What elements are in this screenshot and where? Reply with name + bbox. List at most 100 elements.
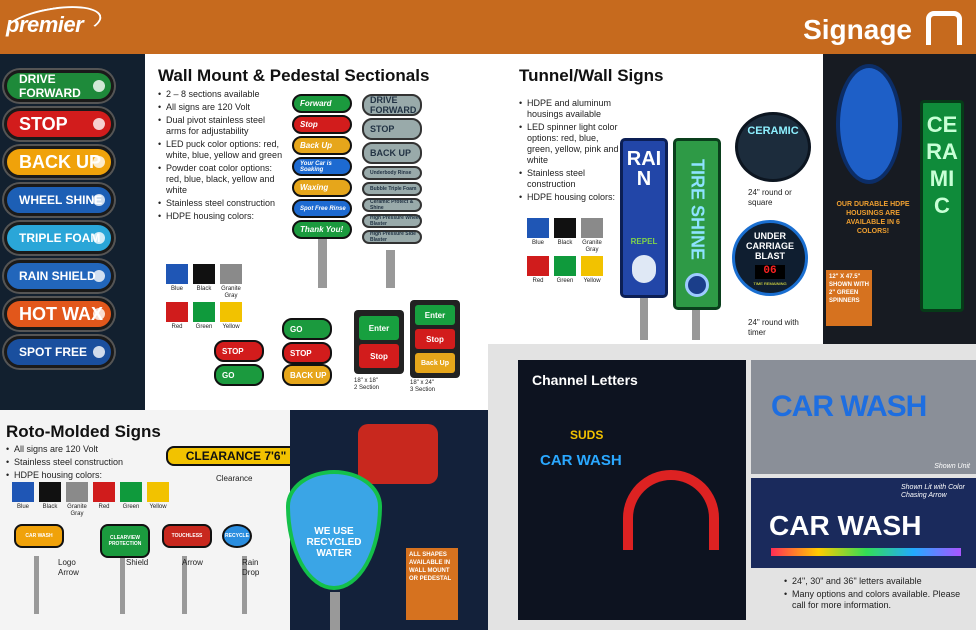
- arch-icon: [926, 11, 962, 45]
- pedestal-section: Back Up: [292, 136, 352, 155]
- shapes-note: ALL SHAPES AVAILABLE IN WALL MOUNT OR PE…: [406, 548, 458, 620]
- color-swatch: [527, 218, 549, 238]
- box2-enter: Enter: [359, 316, 399, 340]
- box2-size: 18" x 18": [354, 378, 378, 384]
- color-swatch: [12, 482, 34, 502]
- box3-size: 18" x 24": [410, 380, 434, 386]
- color-swatch-label: Red: [532, 278, 544, 284]
- logo: premier: [6, 12, 84, 37]
- bullet-item: HDPE housing colors:: [158, 211, 283, 222]
- suds-letters: SUDS: [570, 428, 604, 442]
- left-sign-1: STOP: [4, 108, 114, 140]
- color-swatch-label: Granite Gray: [67, 504, 87, 517]
- timer-note: 24" round with timer: [748, 318, 799, 337]
- channel-title: Channel Letters: [532, 372, 638, 388]
- led-puck-icon: [93, 308, 105, 320]
- clearance-sign: CLEARANCE 7'6": [166, 446, 306, 466]
- timer-display: 06: [755, 265, 785, 279]
- left-sign-label: HOT WAX: [19, 303, 103, 324]
- box2-stop: Stop: [359, 344, 399, 368]
- channel-lit-photo: Shown Lit with Color Chasing Arrow CAR W…: [751, 478, 976, 568]
- gray-pedestal-section: High Pressure Side Blaster: [362, 230, 422, 244]
- left-sign-0: DRIVE FORWARD: [4, 70, 114, 102]
- gray-pedestal-section: Underbody Rinse: [362, 166, 422, 180]
- channel-unit-photo: CAR WASH Shown Unit: [751, 360, 976, 474]
- pedestal-section: Thank You!: [292, 220, 352, 239]
- led-puck-icon: [93, 232, 105, 244]
- bullet-item: HDPE and aluminum housings available: [519, 98, 619, 120]
- wall-mount-bullets: 2 – 8 sections availableAll signs are 12…: [158, 89, 283, 224]
- color-swatch: [166, 302, 188, 322]
- roto-shape-label: Arrow: [182, 558, 203, 567]
- color-swatch: [554, 218, 576, 238]
- roto-shape-text: TOUCHLESS: [171, 533, 203, 539]
- tire-shine-sign: TIRE SHINE: [673, 138, 721, 310]
- led-puck-icon: [93, 118, 105, 130]
- roto-shape-text: CLEARVIEW PROTECTION: [108, 535, 142, 547]
- color-swatch-label: Red: [98, 504, 110, 510]
- color-swatch-label: Black: [557, 240, 573, 246]
- color-swatch: [527, 256, 549, 276]
- color-swatch: [220, 302, 242, 322]
- roto-shape-sign: RECYCLE: [222, 524, 252, 548]
- color-swatch-label: Yellow: [583, 278, 601, 284]
- color-swatch: [120, 482, 142, 502]
- roto-title: Roto-Molded Signs: [6, 422, 161, 441]
- bullet-item: Stainless steel construction: [519, 168, 619, 190]
- drop-post: [330, 592, 340, 630]
- pedestal-section: Stop: [292, 115, 352, 134]
- bullet-item: All signs are 120 Volt: [6, 444, 166, 455]
- stop-go-section: BACK UP: [282, 364, 332, 386]
- car-wash-letters-unit: CAR WASH: [771, 390, 927, 423]
- tunnel-bullets: HDPE and aluminum housings availableLED …: [519, 98, 619, 205]
- roto-shape-text: CAR WASH: [25, 533, 53, 539]
- left-sign-4: TRIPLE FOAM: [4, 222, 114, 254]
- roto-shape-post: [34, 556, 39, 614]
- ceramic-vertical-sign: CERAMIC: [920, 100, 964, 312]
- bullet-item: LED spinner light color options: red, bl…: [519, 122, 619, 166]
- clearance-label: Clearance: [216, 474, 253, 483]
- roto-shape-label: Rain Drop: [242, 558, 260, 577]
- wall-mount-title: Wall Mount & Pedestal Sectionals: [158, 66, 430, 85]
- roto-shape-label: Logo Arrow: [58, 558, 79, 577]
- rain-text: RAIN: [626, 148, 662, 190]
- lit-label: Shown Lit with Color Chasing Arrow: [901, 484, 965, 499]
- color-swatch-label: Black: [196, 286, 212, 292]
- left-sign-label: BACK UP: [19, 151, 102, 172]
- bullet-item: LED puck color options: red, white, blue…: [158, 139, 283, 161]
- bullet-item: HDPE housing colors:: [6, 470, 166, 481]
- led-puck-icon: [93, 270, 105, 282]
- pedestal-section: Waxing: [292, 178, 352, 197]
- color-swatch: [220, 264, 242, 284]
- color-swatch: [66, 482, 88, 502]
- color-swatch: [93, 482, 115, 502]
- tire-post: [692, 290, 700, 340]
- box3-back: Back Up: [415, 353, 455, 373]
- color-swatch-label: Yellow: [149, 504, 167, 510]
- gray-pedestal-section: High Pressure Wheel Blaster: [362, 214, 422, 228]
- car-wash-letters-night: CAR WASH: [540, 452, 622, 469]
- color-swatch: [554, 256, 576, 276]
- color-swatch-label: Blue: [16, 504, 29, 510]
- tunnel-title: Tunnel/Wall Signs: [519, 66, 664, 85]
- bullet-item: HDPE housing colors:: [519, 192, 619, 203]
- roto-shape-post: [120, 556, 125, 614]
- bullet-item: Dual pivot stainless steel arms for adju…: [158, 115, 283, 137]
- box2-caption: 18" x 18" 2 Section: [354, 378, 379, 392]
- led-puck-icon: [93, 194, 105, 206]
- channel-bullets: 24", 30" and 36" letters availableMany o…: [784, 576, 974, 613]
- color-swatch: [193, 302, 215, 322]
- left-sign-label: RAIN SHIELD: [19, 269, 96, 283]
- car-wash-letters-lit: CAR WASH: [769, 510, 922, 541]
- roto-shape-sign: TOUCHLESS: [162, 524, 212, 548]
- bullet-item: Many options and colors available. Pleas…: [784, 589, 974, 611]
- gray-pedestal-section: DRIVE FORWARD: [362, 94, 422, 116]
- ceramic-round-text: CERAMIC: [747, 125, 799, 137]
- led-puck-icon: [93, 346, 105, 358]
- header-bar: premier Signage: [0, 0, 976, 54]
- roto-shape-label: Shield: [126, 558, 149, 567]
- left-sign-5: RAIN SHIELD: [4, 260, 114, 292]
- pedestal-post: [318, 232, 327, 288]
- rain-sign: RAIN REPEL: [620, 138, 668, 298]
